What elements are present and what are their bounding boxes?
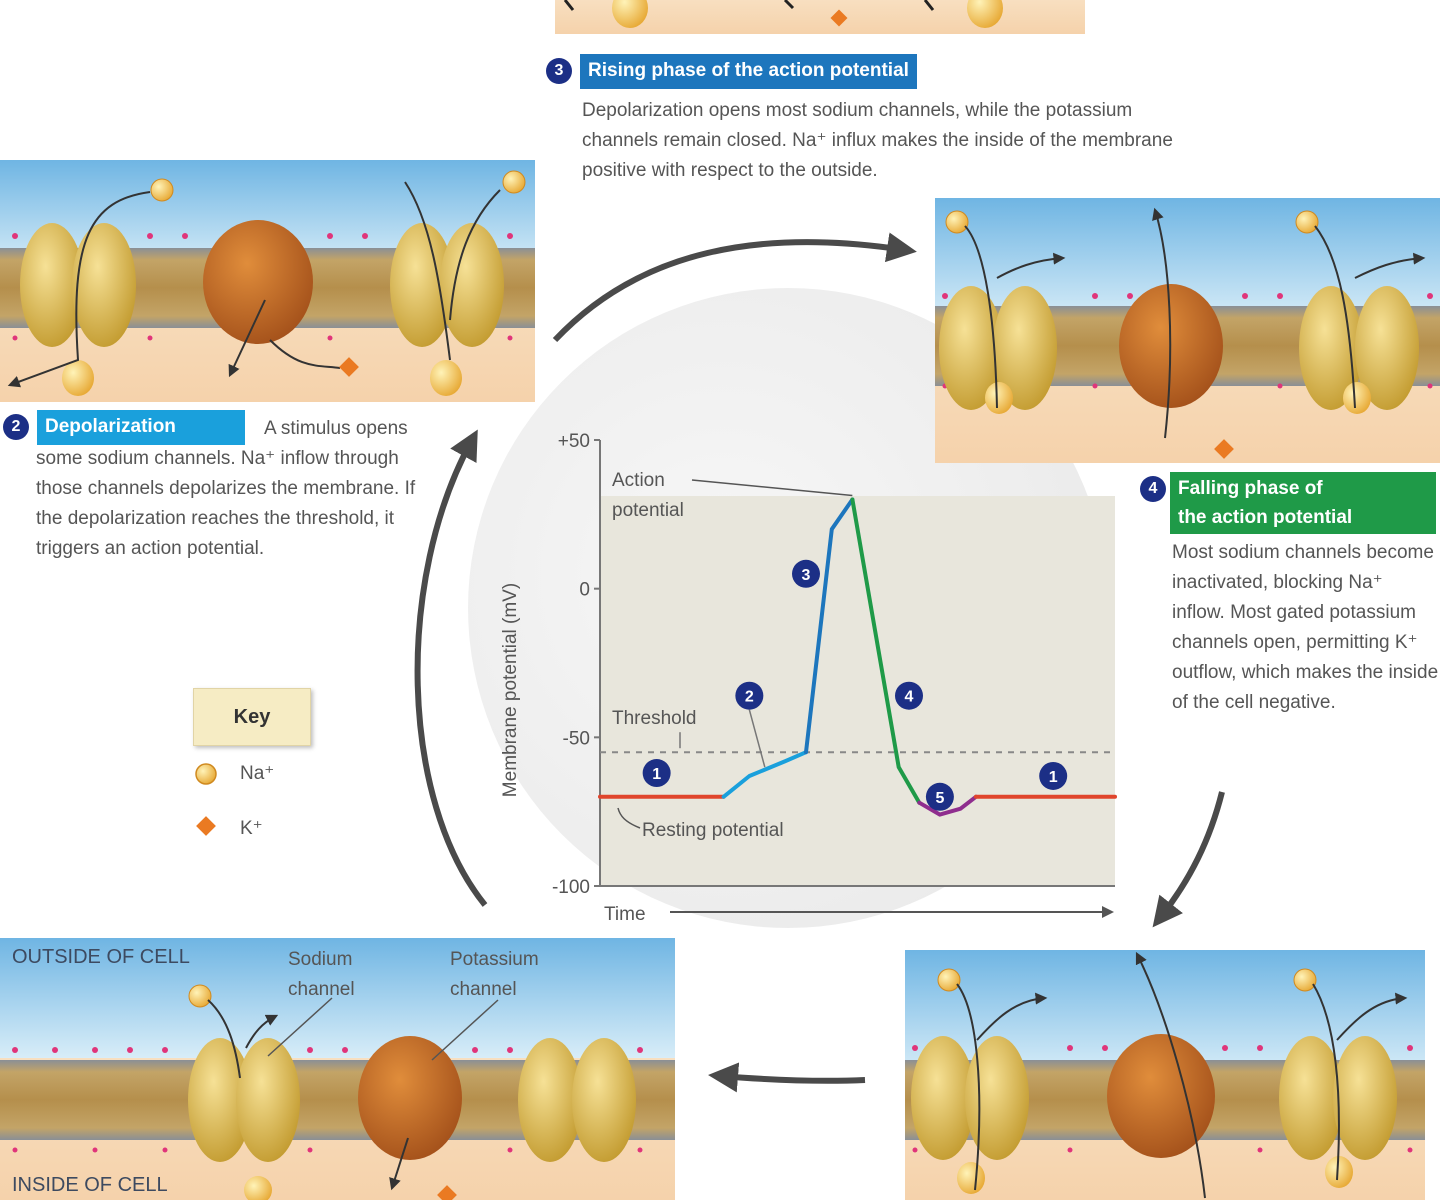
phase-marker-label: 3	[802, 567, 811, 584]
phase-marker-circle	[642, 759, 671, 788]
y-tick-label: +50	[558, 431, 590, 452]
step-4-title-line2: the action potential	[1178, 507, 1353, 528]
key-sodium-icon	[195, 763, 217, 785]
ap-label-line1: Action	[612, 470, 665, 491]
resting-potential-label: Resting potential	[642, 820, 784, 841]
sodium-channel-label-line1: Sodium	[288, 949, 353, 970]
membrane-panel-depolarization	[0, 160, 535, 402]
series-phase-2-line	[721, 750, 808, 799]
step-3-number: 3	[546, 58, 572, 84]
step-4-description: Most sodium channels become inactivated,…	[1172, 542, 1439, 713]
step-2-number: 2	[3, 414, 29, 440]
phase-marker-circle	[925, 782, 954, 811]
phase-marker-label: 1	[1049, 769, 1058, 786]
y-tick-label: 0	[579, 580, 590, 601]
y-axis-label: Membrane potential (mV)	[500, 583, 521, 797]
step-2-description: A stimulus opens some sodium channels. N…	[36, 418, 416, 559]
sodium-ion-icon	[150, 178, 174, 202]
threshold-label: Threshold	[612, 708, 697, 729]
potassium-channel-label-line2: channel	[450, 979, 517, 1000]
membrane-panel-falling	[905, 950, 1425, 1200]
membrane-panel-rising	[935, 198, 1440, 463]
series-phase-3-line	[804, 497, 855, 755]
phase-2-pointer	[748, 709, 766, 768]
series-phase-5-line	[917, 794, 978, 817]
x-axis-label: Time	[604, 904, 646, 925]
phase-marker-label: 2	[745, 689, 754, 706]
phase-marker-label: 5	[935, 790, 944, 807]
key-sodium-label: Na⁺	[240, 763, 275, 784]
step-4-title-line1: Falling phase of	[1178, 478, 1323, 499]
chart-plot-area	[600, 496, 1115, 886]
sodium-ion-icon	[502, 170, 526, 194]
potassium-channel-label-line1: Potassium	[450, 949, 539, 970]
step-3-description: Depolarization opens most sodium channel…	[582, 100, 1173, 181]
phase-marker-circle	[1039, 761, 1068, 790]
outside-of-cell-label: OUTSIDE OF CELL	[12, 946, 190, 968]
y-tick-label: -50	[563, 728, 590, 749]
key-title: Key	[193, 688, 311, 746]
step-4-number: 4	[1140, 476, 1166, 502]
series-phase-4-line	[850, 497, 922, 805]
step-2-title: Depolarization	[37, 410, 245, 445]
time-arrow-head	[1102, 906, 1114, 918]
inside-of-cell-label: INSIDE OF CELL	[12, 1174, 168, 1196]
sodium-channel-label-line2: channel	[288, 979, 355, 1000]
membrane-panel-top	[555, 0, 1085, 34]
phase-marker-circle	[895, 681, 923, 710]
potassium-ion-icon	[830, 9, 848, 27]
sodium-channel-icon	[390, 223, 504, 347]
resting-potential-pointer	[617, 807, 641, 829]
sodium-channel-icon	[20, 223, 136, 347]
step-3-title: Rising phase of the action potential	[580, 54, 917, 89]
potassium-ion-icon	[339, 357, 359, 377]
step-4-title: Falling phase of the action potential	[1170, 472, 1436, 534]
arrow-to-rising	[552, 232, 917, 343]
key-potassium-label: K⁺	[240, 818, 263, 839]
key-potassium-icon	[196, 816, 216, 836]
arrow-to-resting	[708, 1062, 866, 1093]
phase-marker-circle	[735, 681, 764, 710]
potassium-channel-icon	[203, 220, 313, 344]
sodium-inactivation-gate-icon	[612, 0, 648, 28]
y-tick-label: -100	[552, 877, 590, 898]
membrane-panel-resting	[0, 938, 675, 1200]
phase-marker-label: 1	[652, 766, 661, 783]
phase-marker-circle	[792, 559, 820, 588]
phase-marker-label: 4	[905, 689, 914, 706]
ap-label-line2: potential	[612, 500, 684, 521]
arrow-to-falling	[1152, 791, 1225, 928]
action-potential-pointer	[691, 479, 853, 497]
arrow-to-depolarization	[414, 429, 488, 907]
action-potential-chart: +50 0 -50 -100 Threshold Action potential R…	[500, 431, 1117, 925]
